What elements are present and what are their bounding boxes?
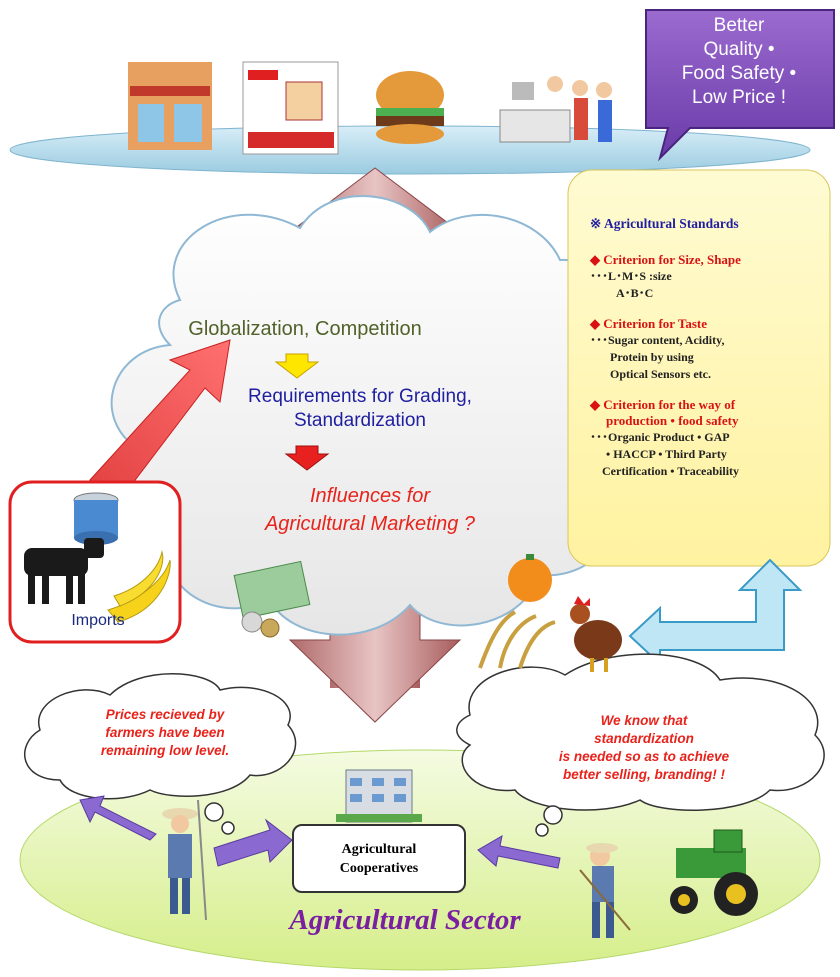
canned-fish-icon bbox=[73, 492, 119, 545]
left-thought-cloud bbox=[24, 673, 297, 800]
left-thought-line-3: remaining low level. bbox=[100, 743, 230, 758]
tractor-icon bbox=[670, 829, 758, 916]
right-thought-cloud bbox=[456, 653, 825, 811]
criterion-size-details: ･･･L･M･S :size A･B･C bbox=[590, 268, 826, 302]
right-thought-bubble-2 bbox=[535, 823, 549, 837]
left-thought-bubble-1 bbox=[204, 802, 224, 822]
standards-box bbox=[567, 169, 831, 567]
criterion-production-detail-3: Certification • Traceability bbox=[602, 464, 740, 478]
hoe-farmer-icon bbox=[579, 843, 631, 938]
criterion-taste-detail-1: ･･･Sugar content, Acidity, bbox=[590, 333, 725, 347]
criterion-size-heading: ◆ Criterion for Size, Shape bbox=[590, 252, 741, 267]
imports-label: Imports bbox=[71, 612, 125, 629]
standards-to-products-arrow bbox=[628, 558, 803, 667]
left-thought-bubble-2 bbox=[221, 821, 235, 835]
agricultural-cooperatives-box: Agricultural Cooperatives bbox=[292, 824, 466, 893]
coop-from-farmer-arrow bbox=[477, 835, 561, 869]
supermarket-icon bbox=[128, 62, 212, 150]
influences-text: Influences for Agricultural Marketing ? bbox=[200, 482, 540, 538]
criterion-size-detail-1: ･･･L･M･S :size bbox=[590, 269, 672, 283]
callout-line-1: Better bbox=[713, 15, 765, 36]
criterion-production-detail-2: • HACCP • Third Party bbox=[606, 447, 727, 461]
right-thought-line-3: is needed so as to achieve bbox=[558, 749, 730, 764]
right-thought-line-4: better selling, branding! ! bbox=[562, 767, 725, 782]
standards-panel: ※ Agricultural Standards ◆ Criterion for… bbox=[590, 216, 826, 494]
standards-title: ※ Agricultural Standards bbox=[590, 216, 739, 231]
hamburger-icon bbox=[376, 71, 444, 144]
globalization-text: Globalization, Competition bbox=[188, 318, 422, 340]
criterion-taste-detail-3: Optical Sensors etc. bbox=[610, 367, 711, 381]
criterion-production-details: ･･･Organic Product • GAP • HACCP • Third… bbox=[590, 429, 826, 480]
office-building-icon bbox=[336, 769, 422, 823]
sale-shop-icon bbox=[242, 61, 339, 155]
cooperatives-line-2: Cooperatives bbox=[339, 860, 419, 876]
quality-callout-box bbox=[645, 9, 835, 162]
influences-line-2: Agricultural Marketing ? bbox=[264, 513, 476, 535]
right-thought-text: We know that standardization is needed s… bbox=[484, 712, 804, 784]
criterion-taste-detail-2: Protein by using bbox=[610, 350, 694, 364]
quality-callout: Better Quality • Food Safety • Low Price… bbox=[650, 14, 828, 110]
yellow-down-arrow bbox=[274, 353, 320, 379]
cow-icon bbox=[24, 538, 104, 604]
influences-line-1: Influences for bbox=[309, 485, 431, 507]
callout-line-3: Food Safety • bbox=[681, 63, 797, 84]
right-thought-line-2: standardization bbox=[594, 731, 694, 746]
rooster-icon bbox=[570, 596, 622, 672]
criterion-taste-heading: ◆ Criterion for Taste bbox=[590, 316, 707, 331]
farmer-icon bbox=[162, 799, 207, 921]
orange-icon bbox=[508, 554, 552, 602]
left-thought-line-2: farmers have been bbox=[105, 725, 225, 740]
farmer-to-sector-arrow bbox=[79, 795, 157, 841]
farmer-to-coop-arrow bbox=[213, 818, 293, 867]
right-thought-line-1: We know that bbox=[600, 713, 688, 728]
criterion-size-detail-2: A･B･C bbox=[616, 286, 654, 300]
requirements-text: Requirements for Grading, Standardizatio… bbox=[160, 385, 560, 433]
callout-line-4: Low Price ! bbox=[692, 87, 786, 108]
red-down-arrow bbox=[284, 445, 330, 471]
rice-plant-icon bbox=[478, 610, 556, 669]
criterion-production-detail-1: ･･･Organic Product • GAP bbox=[590, 430, 730, 444]
left-thought-line-1: Prices recieved by bbox=[105, 707, 225, 722]
agricultural-sector-label: Agricultural Sector bbox=[289, 904, 521, 936]
criterion-production-heading-2: production • food safety bbox=[606, 413, 739, 428]
right-thought-bubble-1 bbox=[543, 805, 563, 825]
criterion-production-heading: ◆ Criterion for the way of production • … bbox=[590, 397, 826, 429]
requirements-line-2: Standardization bbox=[293, 410, 427, 431]
requirements-line-1: Requirements for Grading, bbox=[248, 386, 472, 407]
callout-line-2: Quality • bbox=[703, 39, 775, 60]
criterion-production-heading-1: ◆ Criterion for the way of bbox=[590, 397, 736, 412]
checkout-counter-icon bbox=[499, 76, 612, 143]
cooperatives-line-1: Agricultural bbox=[341, 841, 417, 857]
left-thought-text: Prices recieved by farmers have been rem… bbox=[50, 706, 280, 760]
criterion-taste-details: ･･･Sugar content, Acidity, Protein by us… bbox=[590, 332, 826, 383]
banana-icon bbox=[107, 550, 171, 623]
money-icon bbox=[233, 560, 311, 638]
